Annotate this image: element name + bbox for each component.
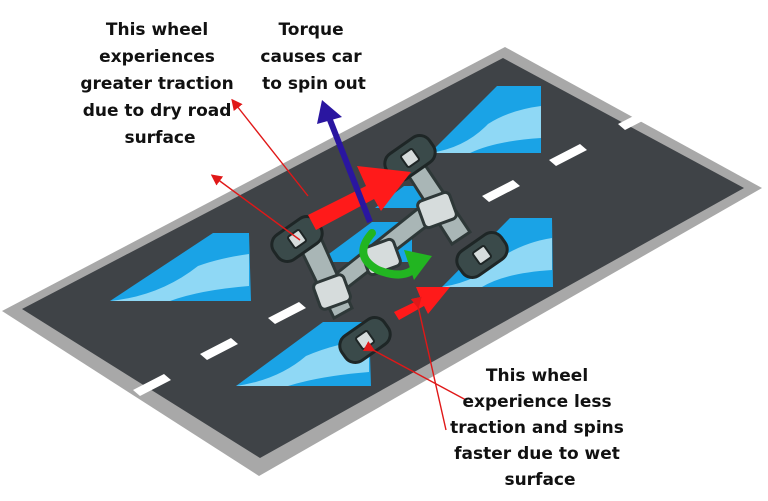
lane-dash [133,374,171,396]
lane-dash [618,108,656,130]
lane-dash [482,180,520,202]
pointer-lines [210,98,467,431]
torque-label: Torque causes car to spin out [260,20,367,94]
torque-arrow-icon [317,100,373,224]
lane-dash [268,302,306,324]
force-arrow-icon [394,287,450,320]
dry-wheel-label: This wheel experiences greater traction … [80,20,239,148]
pointer-line [210,174,301,241]
car-chassis [298,162,473,321]
rotation-arrow-icon [359,229,432,280]
lane-dash [549,144,587,166]
water-puddle-icon [236,322,371,386]
water-puddle-icon [110,233,251,301]
lane-dash [200,338,238,360]
lane-markings [133,108,656,396]
wet-wheel-label: This wheel experience less traction and … [450,366,630,490]
water-puddle-icon [430,86,541,153]
pointer-line [231,98,309,197]
pointer-line [410,296,447,431]
wheel-icon [455,231,509,279]
wheel-icon [383,134,437,182]
pointer-line [362,341,467,401]
